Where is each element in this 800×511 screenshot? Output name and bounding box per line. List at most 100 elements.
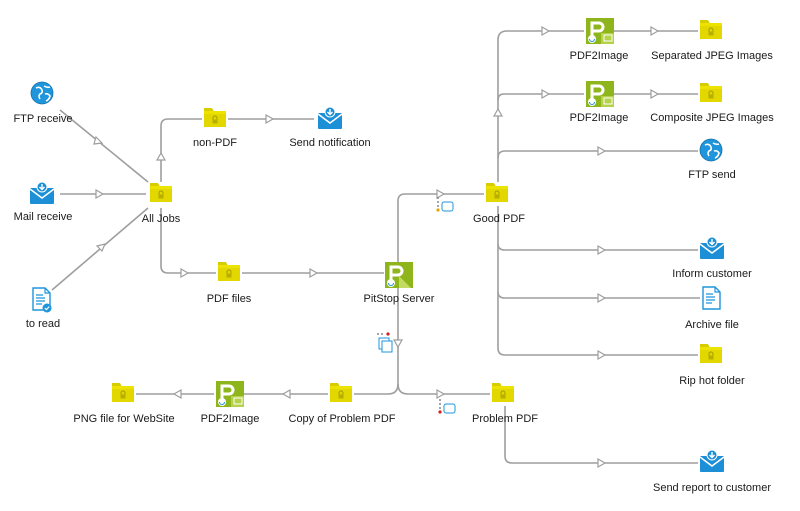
node-label: All Jobs: [142, 213, 181, 225]
arrow-icon: [597, 349, 607, 361]
arrow-icon: [541, 88, 551, 100]
copy-filter-icon[interactable]: [377, 332, 393, 353]
arrow-icon: [436, 188, 446, 200]
connector-problem-to-copy[interactable]: [354, 383, 399, 395]
arrowheads: [93, 25, 660, 469]
arrow-icon: [597, 292, 607, 304]
node-label: Inform customer: [672, 268, 752, 280]
arrow-icon: [392, 339, 404, 349]
node-pdf2image-mid[interactable]: PDF2Image: [570, 79, 629, 124]
node-archive-file[interactable]: Archive file: [685, 286, 739, 331]
document-icon: [702, 286, 721, 310]
node-label: PDF files: [207, 293, 252, 305]
folder-icon: [699, 82, 723, 103]
folder-icon: [699, 19, 723, 40]
pitstop-icon: [214, 379, 246, 409]
connector-goodpdf-to-rip[interactable]: [497, 292, 698, 356]
folder-icon: [699, 343, 723, 364]
connector-alljobs-to-nonpdf[interactable]: [160, 118, 202, 182]
connector-ftp-to-alljobs[interactable]: [59, 109, 149, 183]
node-pdf2image-top[interactable]: PDF2Image: [570, 16, 629, 62]
node-send-notification[interactable]: Send notification: [289, 106, 371, 149]
node-label: Send notification: [289, 137, 370, 149]
node-label: PDF2Image: [570, 50, 629, 62]
arrow-icon: [597, 244, 607, 256]
node-separated-jpeg[interactable]: Separated JPEG Images: [651, 19, 773, 62]
node-to-read[interactable]: to read: [26, 287, 60, 330]
arrow-icon: [541, 25, 551, 37]
node-label: Good PDF: [473, 213, 525, 225]
arrow-icon: [492, 107, 504, 117]
connector-problem-to-report[interactable]: [504, 406, 698, 464]
globe-icon: [30, 81, 54, 105]
node-ftp-send[interactable]: FTP send: [688, 138, 736, 181]
arrow-icon: [436, 388, 446, 400]
connector-goodpdf-to-pdf2image-top[interactable]: [497, 30, 584, 182]
connector-goodpdf-to-pdf2image-mid[interactable]: [497, 93, 584, 101]
node-label: FTP send: [688, 169, 736, 181]
folder-icon: [485, 182, 509, 203]
arrow-icon: [281, 388, 291, 400]
connectors: [51, 30, 700, 464]
check-icon: [42, 303, 52, 313]
node-copy-problem-pdf[interactable]: Copy of Problem PDF: [289, 382, 396, 425]
node-composite-jpeg[interactable]: Composite JPEG Images: [650, 82, 774, 124]
node-label: Rip hot folder: [679, 375, 745, 387]
pitstop-icon: [584, 79, 616, 109]
arrow-icon: [597, 457, 607, 469]
arrow-icon: [155, 151, 167, 161]
connection-markers: [377, 197, 456, 414]
arrow-icon: [93, 135, 104, 145]
node-label: to read: [26, 318, 60, 330]
node-non-pdf[interactable]: non-PDF: [193, 107, 237, 149]
arrow-icon: [309, 267, 319, 279]
node-ftp-receive[interactable]: FTP receive: [13, 81, 73, 125]
node-label: PDF2Image: [201, 413, 260, 425]
folder-icon: [203, 107, 227, 128]
mail-icon: [317, 106, 343, 130]
mail-icon: [29, 181, 55, 205]
node-all-jobs[interactable]: All Jobs: [142, 182, 181, 225]
node-problem-pdf[interactable]: Problem PDF: [472, 382, 538, 425]
pitstop-icon: [383, 260, 415, 290]
node-png-website[interactable]: PNG file for WebSite: [73, 382, 175, 425]
arrow-icon: [265, 113, 275, 125]
arrow-icon: [95, 243, 107, 253]
arrow-icon: [650, 25, 660, 37]
good-pdf-filter-icon[interactable]: [436, 197, 454, 212]
connector-goodpdf-to-inform[interactable]: [497, 206, 698, 251]
node-good-pdf[interactable]: Good PDF: [473, 182, 525, 225]
folder-icon: [329, 382, 353, 403]
node-label: Send report to customer: [653, 482, 771, 494]
node-label: non-PDF: [193, 137, 237, 149]
problem-pdf-filter-icon[interactable]: [438, 399, 456, 414]
node-inform-customer[interactable]: Inform customer: [672, 236, 752, 280]
arrow-icon: [650, 88, 660, 100]
node-mail-receive[interactable]: Mail receive: [14, 181, 73, 223]
node-label: Problem PDF: [472, 413, 538, 425]
node-label: Copy of Problem PDF: [289, 413, 396, 425]
connector-pitstop-to-goodpdf[interactable]: [397, 193, 484, 262]
connector-alljobs-to-pdffiles[interactable]: [160, 208, 216, 274]
arrow-icon: [180, 267, 190, 279]
node-pdf-files[interactable]: PDF files: [207, 261, 252, 305]
node-label: FTP receive: [13, 113, 72, 125]
arrow-icon: [95, 188, 105, 200]
connector-goodpdf-to-ftpsend[interactable]: [497, 150, 698, 159]
arrow-icon: [597, 145, 607, 157]
folder-icon: [149, 182, 173, 203]
node-label: Separated JPEG Images: [651, 50, 773, 62]
folder-icon: [217, 261, 241, 282]
globe-icon: [699, 138, 723, 162]
node-pdf2image-bottom[interactable]: PDF2Image: [201, 379, 260, 425]
node-rip-hot-folder[interactable]: Rip hot folder: [679, 343, 745, 387]
mail-icon: [699, 236, 725, 260]
pitstop-icon: [584, 16, 616, 46]
node-label: Mail receive: [14, 211, 73, 223]
node-label: Composite JPEG Images: [650, 112, 774, 124]
node-send-report[interactable]: Send report to customer: [653, 449, 771, 494]
node-label: PDF2Image: [570, 112, 629, 124]
arrow-icon: [172, 388, 182, 400]
node-pitstop-server[interactable]: PitStop Server: [364, 260, 435, 305]
